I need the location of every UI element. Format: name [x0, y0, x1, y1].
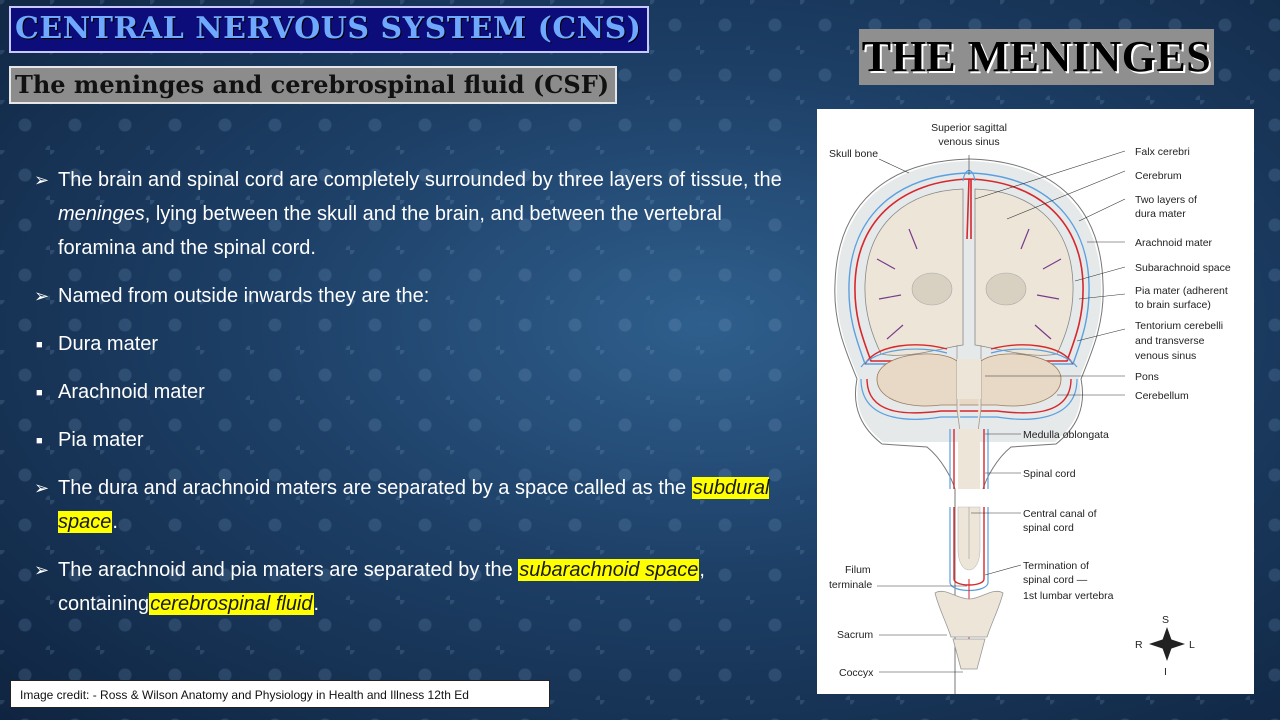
spinal-dura-upper: [953, 429, 985, 489]
pons-shape: [957, 359, 981, 399]
term-meninges: meninges: [58, 203, 145, 225]
label-spinal-cord: Spinal cord: [1023, 468, 1076, 480]
label-tentorium-2: and transverse: [1135, 335, 1205, 347]
square-bullet-icon: ■: [36, 435, 43, 447]
label-filum-2: terminale: [829, 579, 872, 591]
leader-lines: [877, 150, 1126, 673]
lateral-ventricle-left: [911, 272, 953, 306]
label-pia-1: Pia mater (adherent: [1135, 285, 1228, 297]
cerebellum-outer-dura: [866, 378, 1072, 414]
label-central-canal-1: Central canal of: [1023, 508, 1097, 520]
label-skull-bone: Skull bone: [829, 148, 878, 160]
bullet-list: ➢ The brain and spinal cord are complete…: [32, 163, 792, 635]
highlight-subarachnoid-space: subarachnoid space: [518, 559, 700, 581]
label-coccyx: Coccyx: [839, 667, 874, 679]
pia-mater-sulci: [876, 228, 1062, 340]
compass-i: I: [1164, 666, 1167, 678]
bullet-subdural: ➢ The dura and arachnoid maters are sepa…: [32, 471, 792, 539]
label-termination-3: 1st lumbar vertebra: [1023, 590, 1114, 602]
label-central-canal-2: spinal cord: [1023, 522, 1074, 534]
compass-l: L: [1189, 639, 1195, 651]
skull-bone-shape: [968, 158, 1104, 490]
text-segment: .: [313, 593, 320, 615]
text-segment: The dura and arachnoid maters are separa…: [58, 477, 692, 499]
label-medulla: Medulla oblongata: [1023, 429, 1109, 441]
label-pia-2: to brain surface): [1135, 299, 1211, 311]
spinal-cord-upper: [958, 429, 980, 489]
skull-bone-shape: [834, 158, 970, 694]
compass-r: R: [1135, 639, 1143, 651]
tentorium-arachnoid: [860, 348, 1078, 368]
label-superior-sagittal-1: Superior sagittal: [931, 122, 1007, 134]
spinal-arachnoid-upper: [949, 429, 989, 489]
meninges-diagram: S R L I Skull bone Su: [817, 109, 1254, 694]
label-termination-2: spinal cord —: [1023, 574, 1088, 586]
text-segment: .: [112, 511, 118, 533]
figure-title: THE MENINGES: [859, 29, 1214, 85]
label-tentorium-3: venous sinus: [1135, 350, 1196, 362]
image-credit: Image credit: - Ross & Wilson Anatomy an…: [10, 680, 550, 708]
coccyx-shape: [952, 638, 986, 670]
slide-subtitle: The meninges and cerebrospinal fluid (CS…: [9, 66, 618, 104]
cerebrum-right-hemisphere: [974, 188, 1074, 356]
text-segment: , containing: [58, 559, 705, 615]
label-cerebrum: Cerebrum: [1135, 170, 1182, 182]
layer-name: Dura mater: [58, 333, 159, 355]
bullet-pia-mater: ■ Pia mater: [32, 423, 792, 457]
text-segment: The brain and spinal cord are completely…: [58, 169, 782, 191]
label-sacrum: Sacrum: [837, 629, 873, 641]
label-termination-1: Termination of: [1023, 560, 1089, 572]
bullet-subarachnoid: ➢ The arachnoid and pia maters are separ…: [32, 553, 792, 621]
text-segment: The arachnoid and pia maters are separat…: [58, 559, 519, 581]
meninges-diagram-svg: S R L I Skull bone Su: [829, 122, 1231, 694]
label-subarachnoid-space: Subarachnoid space: [1135, 262, 1231, 274]
square-bullet-icon: ■: [36, 339, 43, 351]
text-segment: , lying between the skull and the brain,…: [58, 203, 722, 259]
label-cerebellum: Cerebellum: [1135, 390, 1189, 402]
arrow-bullet-icon: ➢: [34, 560, 50, 580]
text-segment: Named from outside inwards they are the:: [58, 285, 430, 307]
cerebrum-left-hemisphere: [864, 188, 964, 356]
layer-name: Pia mater: [58, 429, 144, 451]
label-falx-cerebri: Falx cerebri: [1135, 146, 1190, 158]
bullet-named-layers: ➢ Named from outside inwards they are th…: [32, 279, 792, 313]
bullet-dura-mater: ■ Dura mater: [32, 327, 792, 361]
layer-name: Arachnoid mater: [58, 381, 205, 403]
arrow-bullet-icon: ➢: [34, 286, 50, 306]
label-tentorium-1: Tentorium cerebelli: [1135, 320, 1223, 332]
orientation-compass: S R L I: [1135, 614, 1195, 678]
label-pons: Pons: [1135, 371, 1159, 383]
label-arachnoid-mater: Arachnoid mater: [1135, 237, 1213, 249]
cerebellum-outer-arachnoid: [860, 378, 1078, 420]
label-two-layers-2: dura mater: [1135, 208, 1186, 220]
label-two-layers-1: Two layers of: [1135, 194, 1197, 206]
label-superior-sagittal-2: venous sinus: [938, 136, 999, 148]
bullet-arachnoid-mater: ■ Arachnoid mater: [32, 375, 792, 409]
slide-title: CENTRAL NERVOUS SYSTEM (CNS): [9, 6, 650, 53]
arrow-bullet-icon: ➢: [34, 478, 50, 498]
bullet-meninges-intro: ➢ The brain and spinal cord are complete…: [32, 163, 792, 265]
highlight-cerebrospinal-fluid: cerebrospinal fluid: [149, 593, 314, 615]
sacrum-shape: [934, 591, 1004, 638]
label-filum-1: Filum: [845, 564, 871, 576]
tentorium-cerebelli: [864, 344, 1074, 365]
arrow-bullet-icon: ➢: [34, 170, 50, 190]
falx-cerebri: [966, 178, 972, 240]
compass-s: S: [1162, 614, 1169, 626]
square-bullet-icon: ■: [36, 387, 43, 399]
lateral-ventricle-right: [985, 272, 1027, 306]
